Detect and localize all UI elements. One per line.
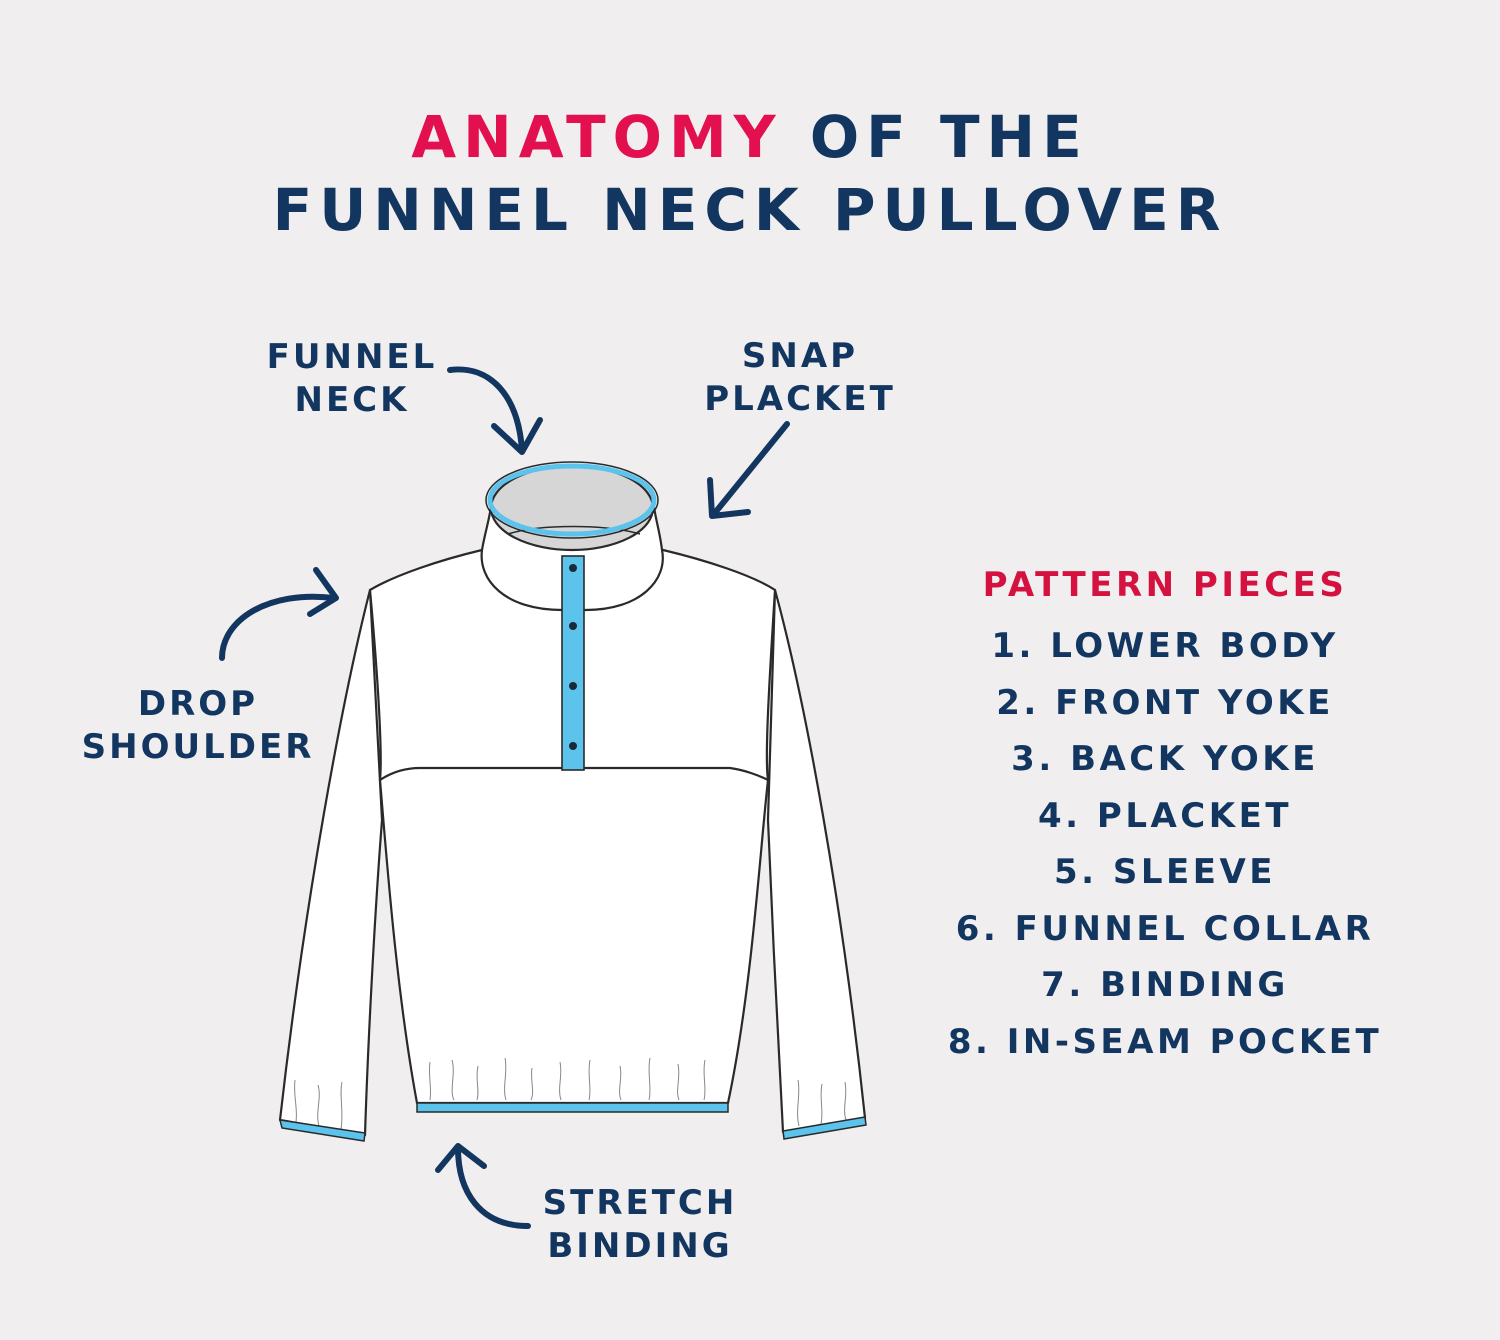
title-accent-word: ANATOMY — [411, 103, 783, 171]
right-cuff-binding — [782, 1116, 867, 1140]
callout-funnel-neck-line1: FUNNEL — [266, 337, 438, 377]
snap-placket — [561, 555, 585, 771]
callout-stretch-binding-line2: BINDING — [547, 1226, 733, 1266]
pattern-pieces-list: 1. LOWER BODY 2. FRONT YOKE 3. BACK YOKE… — [930, 618, 1400, 1070]
collar-binding — [487, 463, 657, 537]
list-item: 5. SLEEVE — [1053, 852, 1277, 892]
stretch-binding-arrow — [435, 1143, 531, 1229]
callout-snap-placket: SNAP PLACKET — [700, 335, 900, 421]
page-title-line-1: ANATOMY OF THE — [0, 102, 1500, 172]
right-sleeve — [766, 588, 867, 1134]
callout-snap-placket-line2: PLACKET — [704, 379, 896, 419]
hem-binding — [416, 1102, 729, 1113]
left-sleeve — [278, 588, 384, 1137]
callout-drop-shoulder-line2: SHOULDER — [81, 727, 315, 767]
callout-snap-placket-line1: SNAP — [741, 336, 859, 376]
callout-stretch-binding-line1: STRETCH — [542, 1183, 738, 1223]
list-item: 6. FUNNEL COLLAR — [955, 908, 1375, 949]
callout-stretch-binding: STRETCH BINDING — [540, 1182, 740, 1268]
pattern-pieces-heading: PATTERN PIECES — [982, 565, 1348, 605]
list-item: 1. LOWER BODY — [991, 626, 1339, 666]
drop-shoulder-arrow — [219, 567, 339, 661]
snap-3 — [569, 682, 577, 690]
snap-4 — [569, 742, 577, 750]
list-item: 2. FRONT YOKE — [996, 682, 1334, 723]
list-item: 3. BACK YOKE — [1011, 739, 1319, 779]
title-line1-text: OF THE — [782, 103, 1089, 171]
shirring-lines — [294, 1057, 847, 1131]
body — [368, 548, 777, 1105]
funnel-neck-arrow — [447, 366, 543, 455]
snap-placket-arrow — [707, 421, 790, 519]
snap-1 — [569, 564, 577, 572]
pattern-pieces-panel: PATTERN PIECES 1. LOWER BODY 2. FRONT YO… — [930, 562, 1400, 1070]
callout-drop-shoulder: DROP SHOULDER — [80, 683, 316, 769]
list-item: 4. PLACKET — [1037, 795, 1293, 836]
callout-drop-shoulder-line1: DROP — [137, 684, 259, 724]
list-item: 7. BINDING — [1041, 965, 1289, 1005]
callout-funnel-neck: FUNNEL NECK — [262, 336, 442, 422]
callout-funnel-neck-line2: NECK — [294, 380, 410, 420]
page-title-line-2: FUNNEL NECK PULLOVER — [272, 176, 1228, 244]
garment-drawing — [278, 464, 867, 1137]
list-item: 8. IN-SEAM POCKET — [947, 1021, 1383, 1062]
snap-2 — [569, 622, 577, 630]
left-cuff-binding — [278, 1119, 366, 1142]
